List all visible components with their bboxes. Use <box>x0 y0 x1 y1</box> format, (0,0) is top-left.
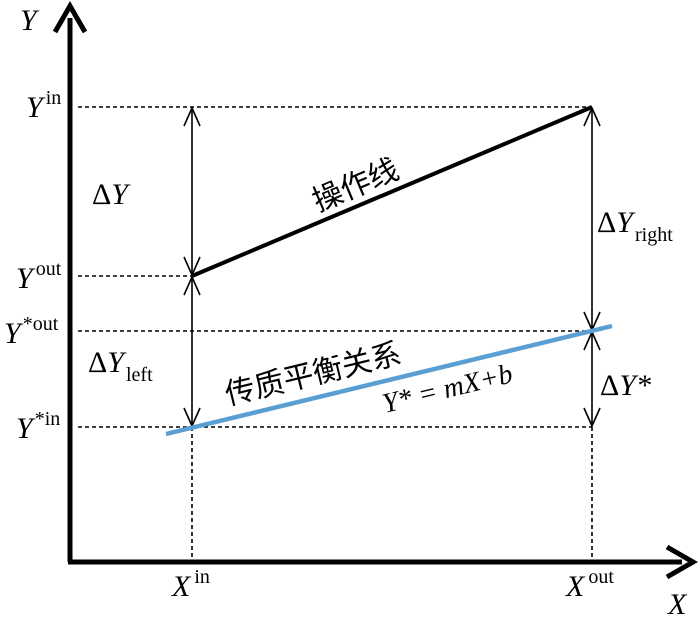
equilibrium-line <box>165 323 613 437</box>
x-axis-arrowhead <box>665 544 699 580</box>
operating-line <box>191 105 593 278</box>
delta-y-label: ΔY <box>92 178 131 211</box>
x-axis-label: X <box>667 588 688 621</box>
equilibrium-line-label: 传质平衡关系 <box>222 336 405 412</box>
operating-line-label: 操作线 <box>307 152 404 219</box>
tick-label-y-star-out: Y*out <box>4 313 59 350</box>
y-axis-label: Y <box>20 4 40 37</box>
delta-y-star-label: ΔY* <box>600 369 651 402</box>
y-axis-arrowhead <box>52 0 88 34</box>
tick-label-y-star-in: Y*in <box>16 408 60 445</box>
